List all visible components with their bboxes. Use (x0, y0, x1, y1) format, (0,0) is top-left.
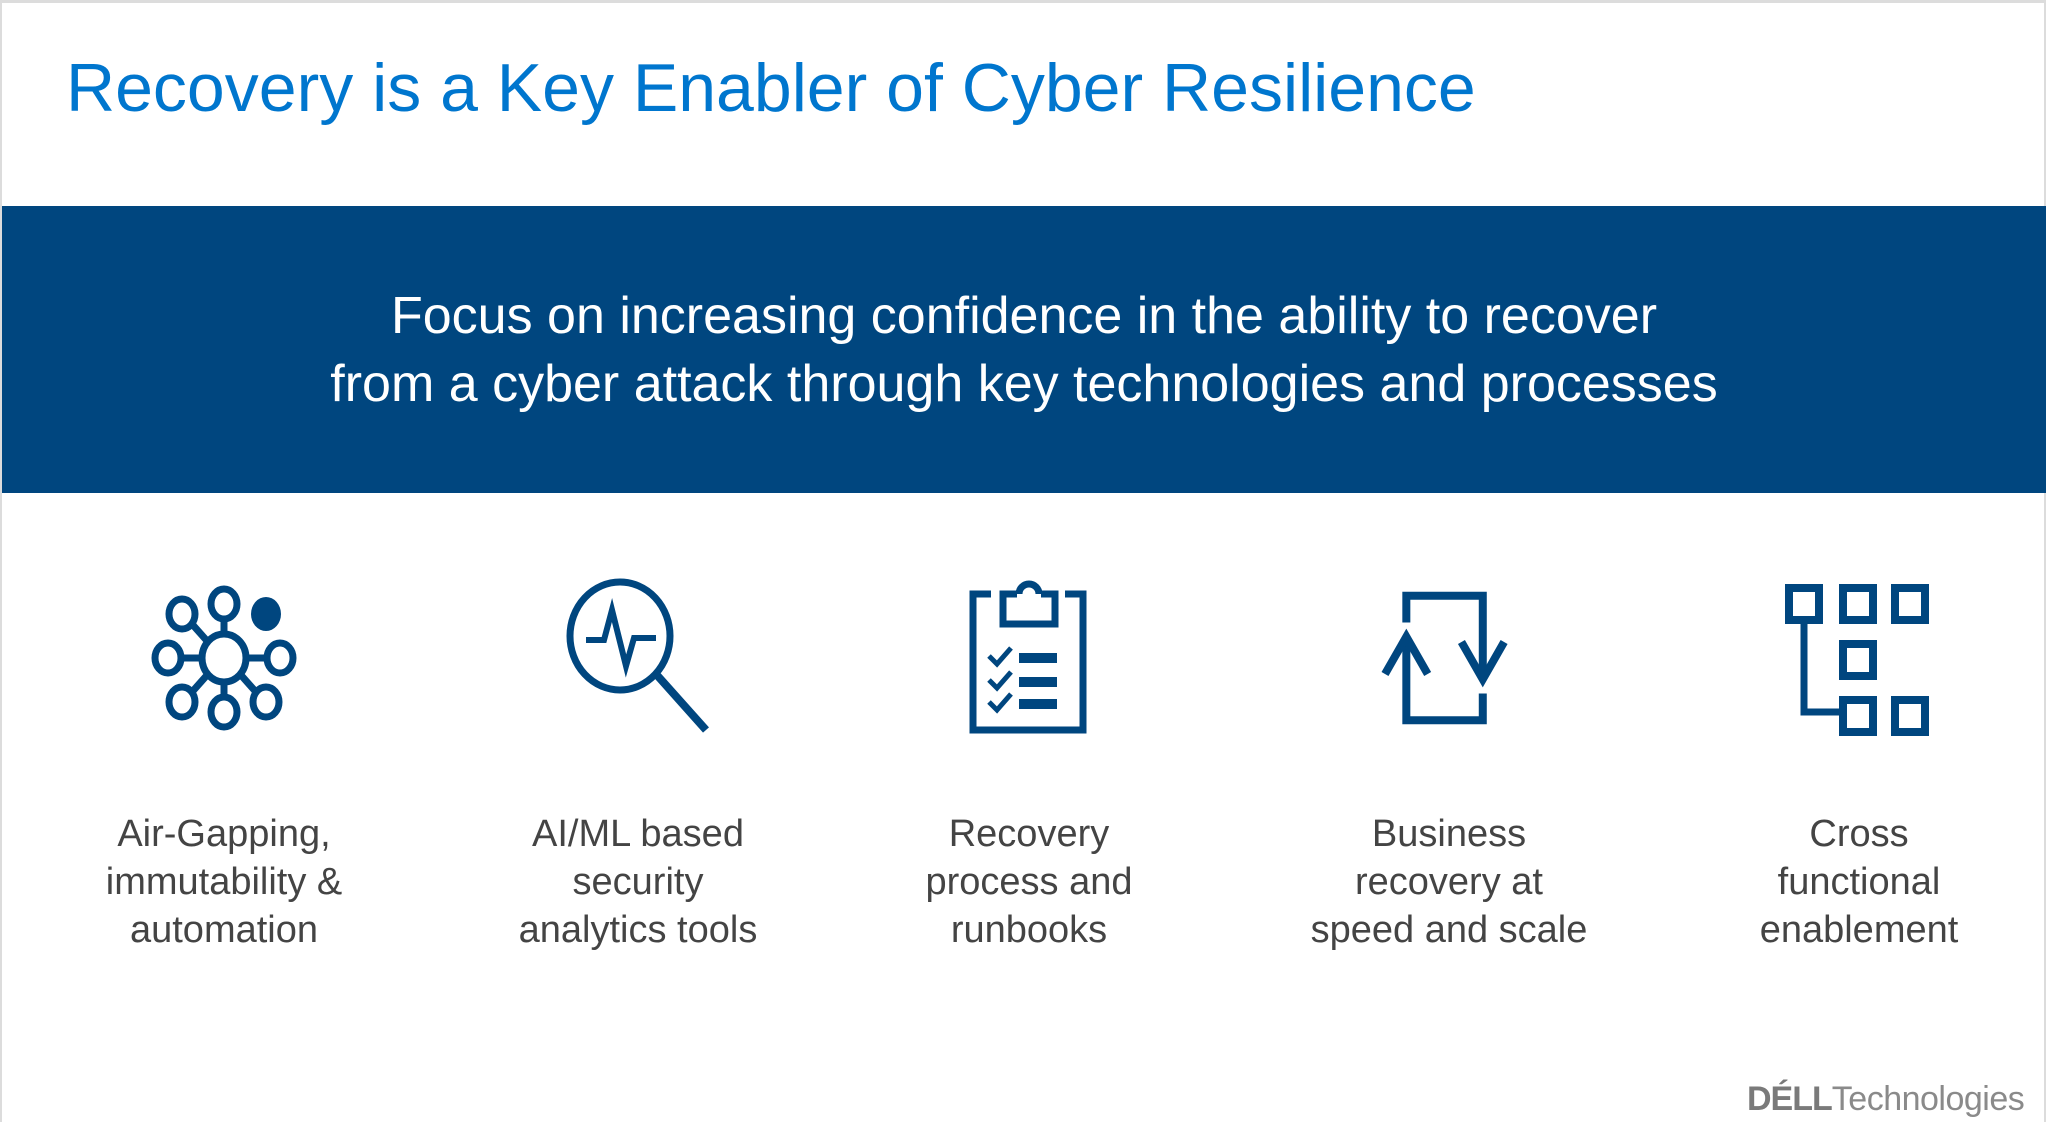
label-line: functional (1777, 861, 1941, 903)
label-line: automation (129, 909, 318, 951)
pillars-row: Air-Gapping, immutability & automation A… (2, 578, 2046, 978)
banner-line-2: from a cyber attack through key technolo… (330, 354, 1718, 413)
slide-title: Recovery is a Key Enabler of Cyber Resil… (66, 50, 1476, 126)
label-line: immutability & (105, 861, 343, 903)
label-line: speed and scale (1310, 909, 1588, 951)
pillar-label: Air-Gapping, immutability & automation (106, 810, 343, 954)
hierarchy-boxes-icon (1779, 578, 1939, 738)
pillar-ai-ml-analytics: AI/ML based security analytics tools (448, 578, 828, 954)
cycle-arrows-icon (1369, 578, 1529, 738)
label-line: Air-Gapping, (117, 813, 331, 855)
pillar-label: Cross functional enablement (1760, 810, 1959, 954)
label-line: security (572, 861, 704, 903)
label-line: runbooks (950, 909, 1108, 951)
network-hub-icon (144, 578, 304, 738)
label-line: AI/ML based (532, 813, 744, 855)
pillar-air-gapping: Air-Gapping, immutability & automation (34, 578, 414, 954)
label-line: Cross (1809, 813, 1909, 855)
pillar-recovery-runbooks: Recovery process and runbooks (839, 578, 1219, 954)
pillar-cross-functional: Cross functional enablement (1669, 578, 2048, 954)
label-line: Recovery (948, 813, 1110, 855)
label-line: process and (925, 861, 1133, 903)
pillar-label: AI/ML based security analytics tools (519, 810, 758, 954)
logo-suffix: Technologies (1831, 1080, 2025, 1118)
label-line: Business (1371, 813, 1527, 855)
magnifier-pulse-icon (558, 578, 718, 738)
dell-technologies-logo: DÉLL Technologies (1747, 1080, 2025, 1119)
banner-line-1: Focus on increasing confidence in the ab… (390, 286, 1658, 345)
label-line: enablement (1759, 909, 1959, 951)
logo-brand: DÉLL (1747, 1080, 1833, 1118)
label-line: analytics tools (518, 909, 758, 951)
pillar-label: Business recovery at speed and scale (1311, 810, 1588, 954)
pillar-label: Recovery process and runbooks (925, 810, 1132, 954)
pillar-business-recovery: Business recovery at speed and scale (1259, 578, 1639, 954)
clipboard-checklist-icon (949, 578, 1109, 738)
key-message-banner: Focus on increasing confidence in the ab… (2, 206, 2046, 493)
label-line: recovery at (1355, 861, 1543, 903)
